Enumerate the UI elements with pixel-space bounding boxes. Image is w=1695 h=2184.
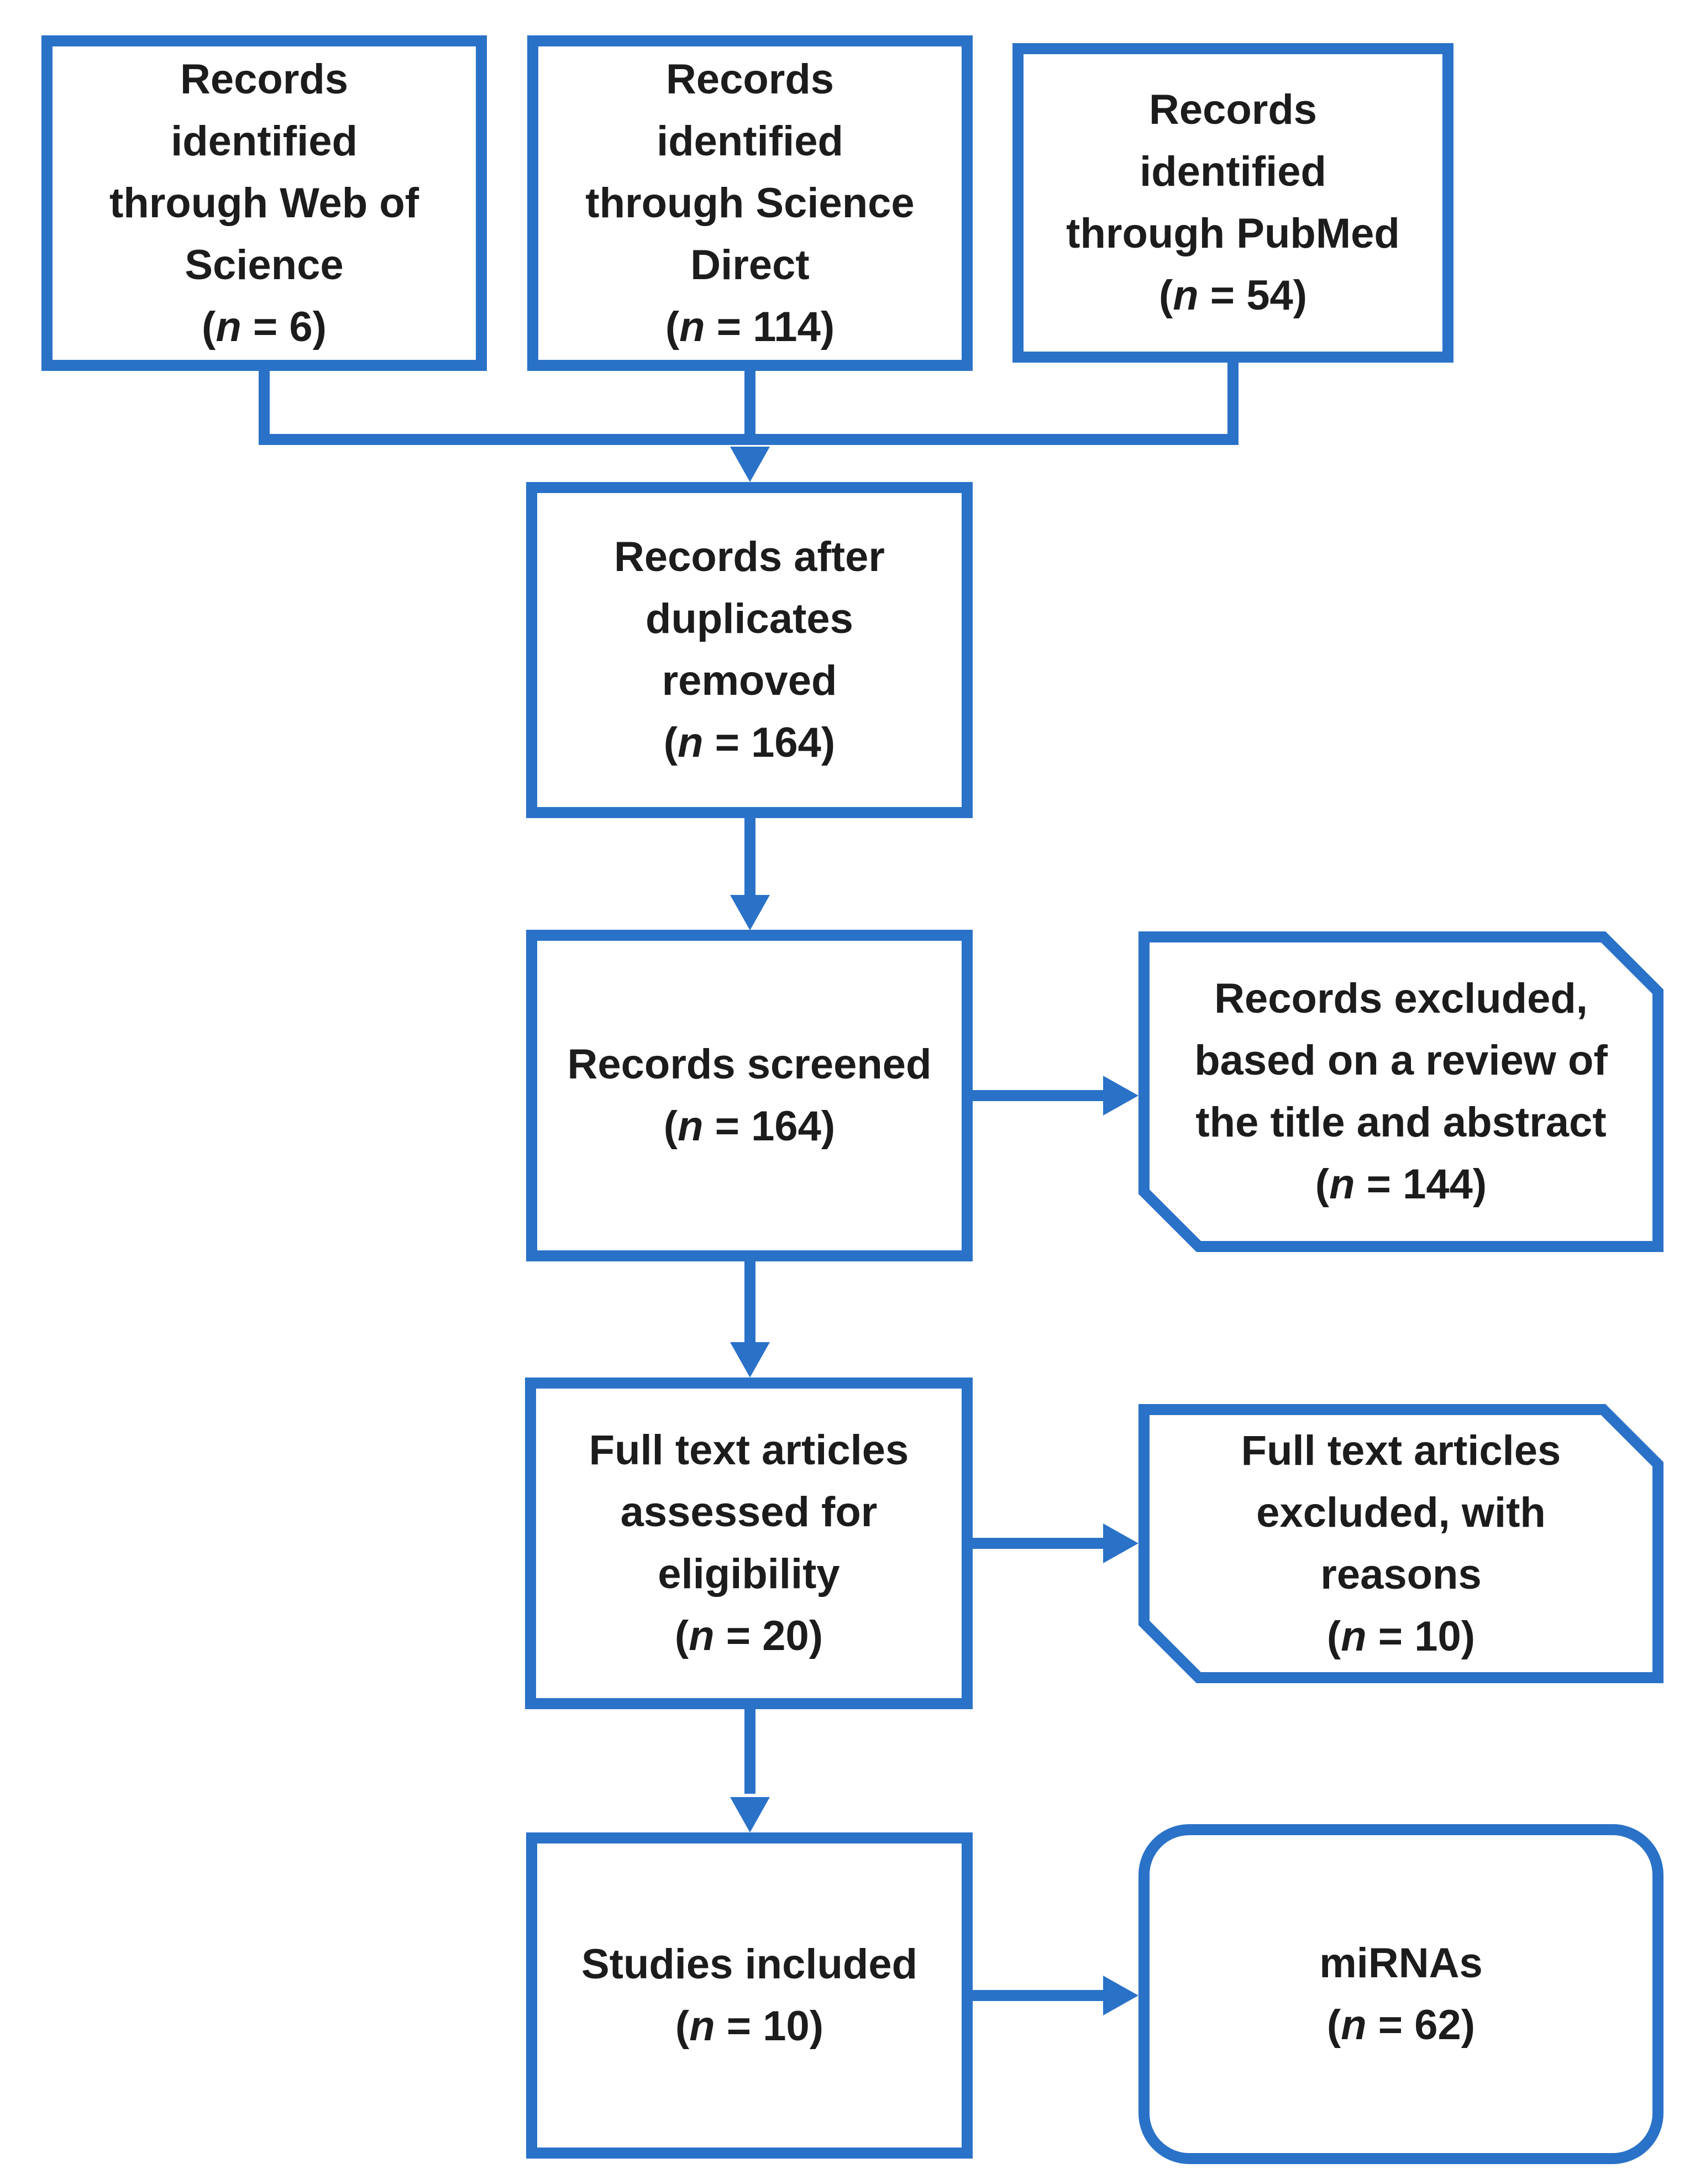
connector-wos-drop-line bbox=[259, 370, 270, 445]
box-records-excluded-surface: Records excluded, based on a review of the… bbox=[1150, 942, 1652, 1241]
text-line: identified bbox=[171, 117, 358, 165]
box-records-pubmed: Records identified through PubMed (n = 54) bbox=[1012, 43, 1453, 363]
text-line: removed bbox=[662, 657, 837, 704]
text-line: (n = 114) bbox=[665, 303, 835, 350]
text-line: through PubMed bbox=[1066, 210, 1400, 257]
text-line: excluded, with bbox=[1256, 1489, 1546, 1536]
text-line: identified bbox=[657, 117, 843, 165]
box-records-excluded: Records excluded, based on a review of the… bbox=[1138, 931, 1663, 1252]
box-fulltext-assessed: Full text articles assessed for eligibilit… bbox=[525, 1378, 973, 1709]
arrow-head-to-fulltext bbox=[730, 1342, 770, 1378]
text-line: miRNAs bbox=[1319, 1939, 1483, 1987]
text-line: reasons bbox=[1320, 1551, 1482, 1598]
text-line: (n = 10) bbox=[675, 2003, 824, 2050]
arrow-head-to-included bbox=[730, 1797, 770, 1832]
connector-science-direct-drop-line bbox=[744, 370, 755, 445]
text-line: Records bbox=[180, 55, 349, 103]
arrow-head-to-mirnas bbox=[1103, 1976, 1138, 2015]
text-line: (n = 54) bbox=[1158, 272, 1308, 319]
arrow-head-to-screened bbox=[730, 895, 770, 930]
text-line: (n = 10) bbox=[1326, 1612, 1476, 1660]
text-line: Records after bbox=[614, 533, 885, 580]
text-line: identified bbox=[1140, 148, 1326, 195]
box-records-screened: Records screened (n = 164) bbox=[526, 930, 973, 1261]
text-line: Full text articles bbox=[1241, 1427, 1561, 1474]
arrow-duplicates-to-screened-shaft bbox=[744, 818, 755, 896]
text-line: (n = 164) bbox=[663, 1103, 836, 1150]
text-line: Records screened bbox=[567, 1041, 932, 1088]
text-line: Records excluded, bbox=[1214, 975, 1588, 1022]
connector-merge-line bbox=[259, 434, 1239, 445]
arrow-head-to-records-excluded bbox=[1103, 1076, 1138, 1115]
arrow-fulltext-to-excluded-shaft bbox=[973, 1538, 1104, 1549]
text-line: Records bbox=[1148, 86, 1318, 133]
text-line: (n = 164) bbox=[663, 719, 836, 766]
box-fulltext-excluded: Full text articles excluded, with reasons (… bbox=[1138, 1404, 1663, 1683]
text-line: Direct bbox=[690, 241, 810, 289]
text-line: Science bbox=[185, 241, 344, 289]
box-mirnas: miRNAs (n = 62) bbox=[1138, 1824, 1663, 2164]
text-line: (n = 62) bbox=[1326, 2001, 1476, 2049]
arrow-included-to-mirnas-shaft bbox=[973, 1990, 1104, 2001]
text-line: through Web of bbox=[109, 179, 419, 227]
text-line: eligibility bbox=[658, 1551, 840, 1598]
box-records-after-duplicates-removed: Records after duplicates removed (n = 164) bbox=[526, 482, 973, 818]
text-line: Records bbox=[665, 55, 835, 103]
box-records-web-of-science: Records identified through Web of Science (n… bbox=[41, 35, 487, 371]
text-line: Full text articles bbox=[589, 1427, 909, 1474]
text-line: assessed for bbox=[620, 1489, 878, 1536]
arrow-screened-to-excluded-shaft bbox=[973, 1090, 1104, 1101]
text-line: (n = 20) bbox=[674, 1612, 823, 1659]
text-line: based on a review of bbox=[1194, 1037, 1608, 1084]
arrow-head-to-duplicates-removed bbox=[730, 447, 770, 482]
text-line: (n = 144) bbox=[1315, 1161, 1487, 1208]
text-line: the title and abstract bbox=[1195, 1099, 1607, 1146]
text-line: through Science bbox=[585, 179, 915, 227]
box-fulltext-excluded-surface: Full text articles excluded, with reasons (… bbox=[1150, 1415, 1652, 1672]
text-line: Studies included bbox=[581, 1941, 918, 1988]
arrow-head-to-fulltext-excluded bbox=[1103, 1523, 1138, 1563]
text-line: (n = 6) bbox=[202, 303, 327, 350]
arrow-screened-to-fulltext-shaft bbox=[744, 1261, 755, 1343]
box-studies-included: Studies included (n = 10) bbox=[526, 1832, 973, 2159]
connector-pubmed-drop-line bbox=[1227, 362, 1239, 445]
arrow-fulltext-to-included-shaft bbox=[744, 1709, 755, 1794]
text-line: duplicates bbox=[646, 595, 853, 642]
